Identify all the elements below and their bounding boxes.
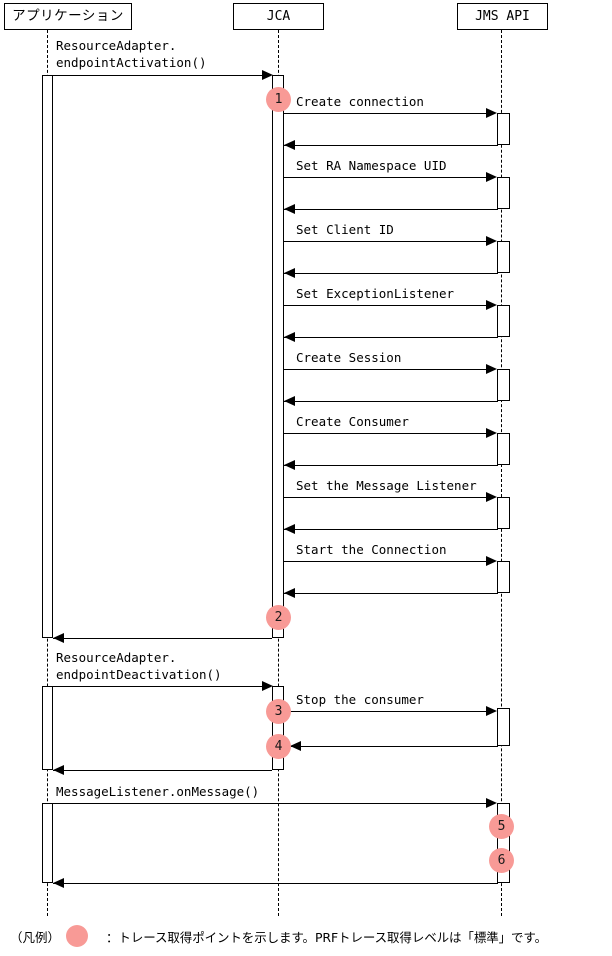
arrowhead-left-icon bbox=[53, 633, 64, 643]
message-label-set-exception-listener: Set ExceptionListener bbox=[296, 286, 455, 301]
arrowhead-right-icon bbox=[262, 681, 273, 691]
arrowhead-right-icon bbox=[486, 492, 497, 502]
activation-application-2 bbox=[42, 686, 53, 770]
arrowhead-right-icon bbox=[486, 706, 497, 716]
message-return-create-consumer bbox=[284, 465, 498, 466]
message-return-create-connection bbox=[284, 145, 498, 146]
message-label-create-consumer: Create Consumer bbox=[296, 414, 409, 429]
message-label-endpoint-activation-line1: ResourceAdapter. bbox=[56, 38, 177, 53]
participant-jca: JCA bbox=[233, 3, 324, 30]
arrowhead-left-icon bbox=[284, 524, 295, 534]
message-label-start-the-connection: Start the Connection bbox=[296, 542, 447, 557]
trace-point-marker-6: 6 bbox=[489, 848, 514, 873]
message-return-set-client-id bbox=[284, 273, 498, 274]
message-label-stop-the-consumer: Stop the consumer bbox=[296, 692, 424, 707]
arrowhead-right-icon bbox=[486, 428, 497, 438]
message-return-start-the-connection bbox=[284, 593, 498, 594]
arrowhead-right-icon bbox=[486, 236, 497, 246]
legend: （凡例） ：トレース取得ポイントを示します。PRFトレース取得レベルは「標準」で… bbox=[10, 921, 610, 951]
message-arrow-set-exception-listener bbox=[284, 305, 487, 306]
activation-jca-1 bbox=[272, 75, 284, 638]
arrowhead-right-icon bbox=[486, 108, 497, 118]
message-label-set-client-id: Set Client ID bbox=[296, 222, 394, 237]
activation-jms-7 bbox=[497, 497, 510, 529]
message-arrow-create-session bbox=[284, 369, 487, 370]
activation-jms-1 bbox=[497, 113, 510, 145]
message-arrow-on-message bbox=[47, 803, 487, 804]
message-label-on-message: MessageListener.onMessage() bbox=[56, 784, 260, 799]
message-return-create-session bbox=[284, 401, 498, 402]
legend-trace-point-dot-icon bbox=[66, 925, 89, 947]
message-label-endpoint-activation-line2: endpointActivation() bbox=[56, 55, 207, 70]
arrowhead-right-icon bbox=[486, 556, 497, 566]
lifeline-jms-api bbox=[501, 30, 502, 916]
arrowhead-left-icon bbox=[284, 204, 295, 214]
message-arrow-start-the-connection bbox=[284, 561, 487, 562]
activation-jms-9 bbox=[497, 708, 510, 746]
message-label-endpoint-deactivation-line1: ResourceAdapter. bbox=[56, 650, 177, 665]
arrowhead-left-icon bbox=[284, 588, 295, 598]
arrowhead-left-icon bbox=[284, 460, 295, 470]
arrowhead-right-icon bbox=[486, 364, 497, 374]
legend-text: ：トレース取得ポイントを示します。PRFトレース取得レベルは「標準」です。 bbox=[106, 929, 547, 945]
activation-application-3 bbox=[42, 803, 53, 883]
participant-jms-api: JMS API bbox=[457, 3, 548, 30]
activation-jms-8 bbox=[497, 561, 510, 593]
message-label-create-connection: Create connection bbox=[296, 94, 424, 109]
activation-jms-3 bbox=[497, 241, 510, 273]
arrowhead-right-icon bbox=[486, 172, 497, 182]
arrowhead-right-icon bbox=[486, 798, 497, 808]
trace-point-marker-4: 4 bbox=[266, 734, 291, 759]
message-label-set-ra-namespace-uid: Set RA Namespace UID bbox=[296, 158, 447, 173]
message-return-set-exception-listener bbox=[284, 337, 498, 338]
message-arrow-endpoint-deactivation bbox=[47, 686, 264, 687]
activation-jms-4 bbox=[497, 305, 510, 337]
message-return-set-the-message-listener bbox=[284, 529, 498, 530]
arrowhead-left-icon bbox=[284, 396, 295, 406]
trace-point-marker-3: 3 bbox=[266, 699, 291, 724]
message-arrow-endpoint-activation bbox=[47, 75, 264, 76]
trace-point-marker-5: 5 bbox=[489, 814, 514, 839]
arrowhead-left-icon bbox=[284, 332, 295, 342]
message-return-set-ra-namespace-uid bbox=[284, 209, 498, 210]
message-return-endpoint-activation bbox=[53, 638, 272, 639]
message-return-endpoint-deactivation bbox=[53, 770, 272, 771]
message-label-set-the-message-listener: Set the Message Listener bbox=[296, 478, 477, 493]
arrowhead-left-icon bbox=[284, 140, 295, 150]
message-return-on-message bbox=[53, 883, 498, 884]
activation-jms-2 bbox=[497, 177, 510, 209]
activation-jms-6 bbox=[497, 433, 510, 465]
legend-tag: （凡例） bbox=[10, 929, 61, 945]
message-return-stop-the-consumer bbox=[290, 746, 498, 747]
message-label-endpoint-deactivation-line2: endpointDeactivation() bbox=[56, 667, 222, 682]
message-arrow-set-client-id bbox=[284, 241, 487, 242]
trace-point-marker-1: 1 bbox=[266, 87, 291, 112]
participant-application: アプリケーション bbox=[4, 3, 132, 30]
arrowhead-left-icon bbox=[290, 741, 301, 751]
arrowhead-left-icon bbox=[53, 765, 64, 775]
message-arrow-stop-the-consumer bbox=[284, 711, 487, 712]
trace-point-marker-2: 2 bbox=[266, 605, 291, 630]
message-label-create-session: Create Session bbox=[296, 350, 402, 365]
message-arrow-create-consumer bbox=[284, 433, 487, 434]
arrowhead-right-icon bbox=[486, 300, 497, 310]
arrowhead-left-icon bbox=[284, 268, 295, 278]
message-arrow-create-connection bbox=[284, 113, 487, 114]
arrowhead-left-icon bbox=[53, 878, 64, 888]
activation-application-1 bbox=[42, 75, 53, 638]
message-arrow-set-ra-namespace-uid bbox=[284, 177, 487, 178]
message-arrow-set-the-message-listener bbox=[284, 497, 487, 498]
activation-jms-5 bbox=[497, 369, 510, 401]
arrowhead-right-icon bbox=[262, 70, 273, 80]
